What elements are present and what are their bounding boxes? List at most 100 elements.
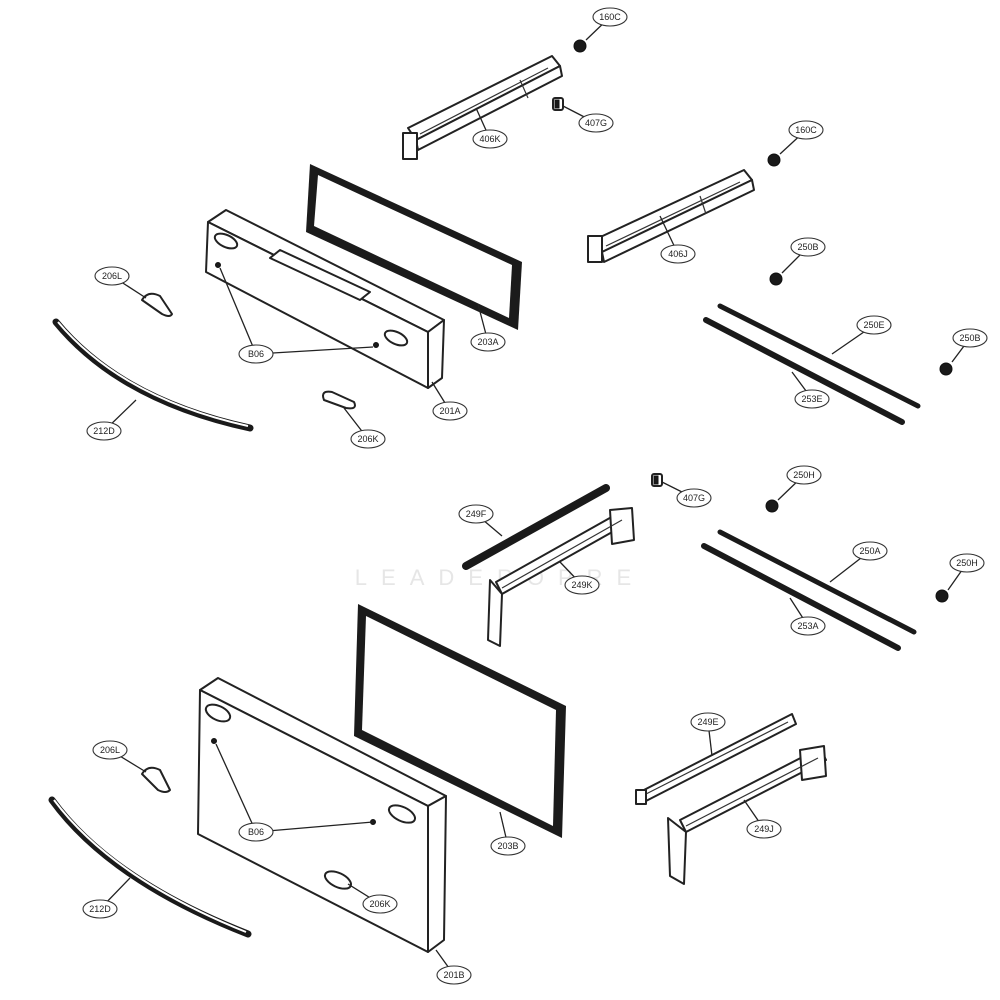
callout-203a: 203A [470,332,506,352]
callout-label: 406J [668,249,688,259]
callout-label: 249E [697,717,718,727]
callout-206l: 206L [94,266,130,286]
callout-oval [94,266,130,286]
callout-oval [350,429,386,449]
callout-oval [432,401,468,421]
handle-212d-lower [48,796,252,938]
callout-249f: 249F [458,504,494,524]
callout-253a: 253A [790,616,826,636]
callout-249j: 249J [746,819,782,839]
callout-250e: 250E [856,315,892,335]
gasket-203b [354,604,566,838]
callout-206k: 206K [362,894,398,914]
callout-201b: 201B [436,965,472,985]
callout-label: 407G [683,493,705,503]
callout-203b: 203B [490,836,526,856]
cap-206l-lower [141,766,171,793]
callout-oval [856,315,892,335]
knob-250b-right [939,362,953,376]
callout-oval [786,465,822,485]
callout-label: 206K [369,899,390,909]
callout-oval [676,488,712,508]
cap-206k-upper [322,390,356,410]
callout-oval [949,553,985,573]
callout-249k: 249K [564,575,600,595]
slide-249k [487,507,635,647]
callout-label: 250B [797,242,818,252]
callout-label: 250E [863,320,884,330]
callout-label: 253E [801,394,822,404]
callout-250a: 250A [852,541,888,561]
callout-label: B06 [248,827,264,837]
callout-label: 203B [497,841,518,851]
callout-label: 201A [439,406,460,416]
rail-406k [402,55,563,160]
callout-b06: B06 [238,344,274,364]
callout-oval [660,244,696,264]
callout-212d: 212D [86,421,122,441]
callout-label: 206L [102,271,122,281]
callout-label: 212D [89,904,111,914]
clip-160c-mid [767,153,781,167]
knob-250h-left [765,499,779,513]
callout-label: 206L [100,745,120,755]
callout-label: B06 [248,349,264,359]
handle-212d-upper [52,318,254,432]
callout-label: 212D [93,426,115,436]
bar-249e [635,713,797,805]
callout-160c: 160C [592,7,628,27]
callout-206l: 206L [92,740,128,760]
callout-250h: 250H [786,465,822,485]
callout-206k: 206K [350,429,386,449]
drawer-face-201b [197,677,447,953]
callout-oval [794,389,830,409]
callout-label: 250B [959,333,980,343]
callout-oval [92,740,128,760]
callout-label: 160C [795,125,817,135]
leader-line-b06-11-0 [219,267,257,355]
callout-407g: 407G [578,113,614,133]
callout-oval [238,344,274,364]
callout-249e: 249E [690,712,726,732]
callout-oval [436,965,472,985]
callout-oval [790,616,826,636]
callout-b06: B06 [238,822,274,842]
bar-253e [703,317,905,425]
callout-label: 249J [754,824,774,834]
callout-label: 250H [793,470,815,480]
bar-250e [717,303,921,409]
slide-249j [667,745,827,885]
callout-201a: 201A [432,401,468,421]
callout-407g: 407G [676,488,712,508]
cap-206l-upper [141,292,173,317]
callout-oval [952,328,988,348]
clip-160c-top [573,39,587,53]
callout-250b: 250B [952,328,988,348]
callout-oval [86,421,122,441]
callout-253e: 253E [794,389,830,409]
callout-oval [490,836,526,856]
callout-oval [852,541,888,561]
callout-oval [564,575,600,595]
callout-212d: 212D [82,899,118,919]
callout-oval [82,899,118,919]
callout-oval [592,7,628,27]
callout-oval [238,822,274,842]
callout-406j: 406J [660,244,696,264]
callout-250b: 250B [790,237,826,257]
leader-line-b06-11-1 [255,346,374,355]
callout-label: 253A [797,621,818,631]
callout-label: 250H [956,558,978,568]
callout-label: 249F [466,509,487,519]
callout-label: 206K [357,434,378,444]
callout-oval [472,129,508,149]
callout-oval [788,120,824,140]
knob-250h-right [935,589,949,603]
gasket-203a [306,164,522,330]
leader-line-b06-25-0 [215,743,257,833]
callout-label: 203A [477,337,498,347]
leader-line-b06-25-1 [255,821,374,833]
callout-oval [746,819,782,839]
bar-250a [717,529,917,635]
